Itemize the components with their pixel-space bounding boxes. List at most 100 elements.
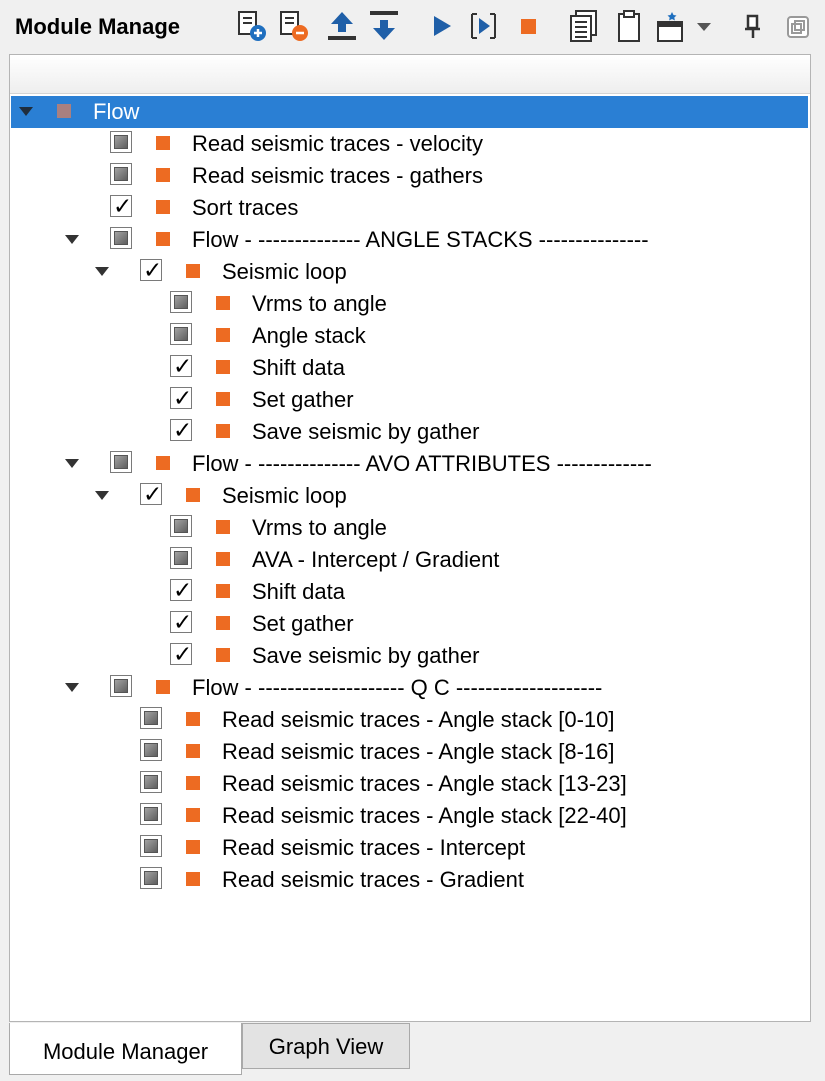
tree-row[interactable]: ✓ Save seismic by gather [11, 640, 808, 672]
move-down-icon[interactable] [367, 8, 401, 44]
disabled-checkbox[interactable] [140, 707, 162, 729]
clipboard-icon[interactable] [612, 8, 646, 44]
module-status-icon [216, 520, 230, 534]
tab-graph-view[interactable]: Graph View [242, 1023, 410, 1069]
remove-module-icon[interactable] [278, 8, 312, 44]
module-status-icon [186, 712, 200, 726]
disabled-checkbox[interactable] [110, 227, 132, 249]
disabled-checkbox[interactable] [110, 131, 132, 153]
run-icon[interactable] [425, 8, 459, 44]
module-status-icon [216, 296, 230, 310]
tree-row[interactable]: Flow - -------------------- Q C --------… [11, 672, 808, 704]
dropdown-arrow-icon[interactable] [692, 8, 716, 44]
module-status-icon [216, 424, 230, 438]
disabled-checkbox[interactable] [110, 451, 132, 473]
add-module-icon[interactable] [236, 8, 270, 44]
enabled-checkbox[interactable]: ✓ [170, 641, 192, 667]
pin-icon[interactable] [738, 8, 768, 44]
expand-toggle-icon[interactable] [95, 267, 109, 276]
tree-item-label: Read seismic traces - Angle stack [8-16] [222, 739, 615, 764]
enabled-checkbox[interactable]: ✓ [170, 385, 192, 411]
tree-row[interactable]: Read seismic traces - velocity [11, 128, 808, 160]
module-status-icon [156, 136, 170, 150]
tree-row[interactable]: ✓Set gather [11, 384, 808, 416]
module-status-icon [57, 104, 71, 118]
expand-toggle-icon[interactable] [65, 235, 79, 244]
tree-row[interactable]: Read seismic traces - Angle stack [0-10] [11, 704, 808, 736]
tree-item-label: Read seismic traces - Angle stack [22-40… [222, 803, 627, 828]
enabled-checkbox[interactable]: ✓ [170, 609, 192, 635]
tree-row[interactable]: Flow - -------------- AVO ATTRIBUTES ---… [11, 448, 808, 480]
tree-item-label: Read seismic traces - Angle stack [0-10] [222, 707, 615, 732]
disabled-checkbox[interactable] [140, 867, 162, 889]
disabled-checkbox[interactable] [110, 675, 132, 697]
tree-item-label: Save seismic by gather [252, 419, 480, 444]
tree-row[interactable]: AVA - Intercept / Gradient [11, 544, 808, 576]
tree-row[interactable]: Flow - -------------- ANGLE STACKS -----… [11, 224, 808, 256]
tree-row[interactable]: ✓ Seismic loop [11, 480, 808, 512]
tree-row[interactable]: ✓Set gather [11, 608, 808, 640]
window-options-icon[interactable] [654, 8, 688, 44]
module-status-icon [216, 552, 230, 566]
tree-row[interactable]: Angle stack [11, 320, 808, 352]
tree-row[interactable]: Read seismic traces - Angle stack [8-16] [11, 736, 808, 768]
move-up-icon[interactable] [325, 8, 359, 44]
enabled-checkbox[interactable]: ✓ [170, 353, 192, 379]
expand-toggle-icon[interactable] [65, 683, 79, 692]
tree-row[interactable]: ✓ Shift data [11, 352, 808, 384]
tree-row[interactable]: Read seismic traces - gathers [11, 160, 808, 192]
module-status-icon [216, 584, 230, 598]
disabled-checkbox[interactable] [170, 291, 192, 313]
module-status-icon [156, 232, 170, 246]
list-view-icon[interactable] [567, 8, 601, 44]
module-status-icon [156, 168, 170, 182]
tree-row[interactable]: Read seismic traces - Angle stack [22-40… [11, 800, 808, 832]
tree-item-label: Vrms to angle [252, 291, 387, 316]
disabled-checkbox[interactable] [170, 515, 192, 537]
run-step-icon[interactable] [467, 8, 501, 44]
disabled-checkbox[interactable] [140, 771, 162, 793]
tree-row[interactable]: Read seismic traces - Intercept [11, 832, 808, 864]
module-status-icon [186, 808, 200, 822]
module-status-icon [156, 680, 170, 694]
tree-row[interactable]: Vrms to angle [11, 288, 808, 320]
tree-row[interactable]: Read seismic traces - Angle stack [13-23… [11, 768, 808, 800]
tree-item-label: Shift data [252, 355, 345, 380]
tree-item-label: Flow [93, 99, 140, 124]
disabled-checkbox[interactable] [110, 163, 132, 185]
enabled-checkbox[interactable]: ✓ [140, 481, 162, 507]
module-status-icon [186, 840, 200, 854]
enabled-checkbox[interactable]: ✓ [110, 193, 132, 219]
expand-toggle-icon[interactable] [65, 459, 79, 468]
disabled-checkbox[interactable] [140, 739, 162, 761]
tree-item-label: Read seismic traces - gathers [192, 163, 483, 188]
tree-row[interactable]: Read seismic traces - Gradient [11, 864, 808, 896]
float-window-icon[interactable] [783, 8, 813, 44]
tab-module-manager[interactable]: Module Manager [9, 1023, 242, 1075]
stop-icon[interactable] [512, 8, 546, 44]
panel-title: Module Manage [15, 14, 181, 39]
tree-row[interactable]: Vrms to angle [11, 512, 808, 544]
tree-item-label: Flow - -------------- ANGLE STACKS -----… [192, 227, 649, 252]
disabled-checkbox[interactable] [170, 323, 192, 345]
expand-toggle-icon[interactable] [19, 107, 33, 116]
disabled-checkbox[interactable] [170, 547, 192, 569]
module-status-icon [216, 328, 230, 342]
enabled-checkbox[interactable]: ✓ [140, 257, 162, 283]
tree-row[interactable]: ✓ Seismic loop [11, 256, 808, 288]
disabled-checkbox[interactable] [140, 835, 162, 857]
enabled-checkbox[interactable]: ✓ [170, 417, 192, 443]
disabled-checkbox[interactable] [140, 803, 162, 825]
tree-row[interactable]: ✓ Save seismic by gather [11, 416, 808, 448]
tree-item-label: Save seismic by gather [252, 643, 480, 668]
tree-row[interactable]: ✓Sort traces [11, 192, 808, 224]
tree-item-label: Seismic loop [222, 259, 347, 284]
tree-row[interactable]: Flow [11, 96, 808, 128]
tree-item-label: Seismic loop [222, 483, 347, 508]
module-status-icon [156, 456, 170, 470]
tree-item-label: Angle stack [252, 323, 366, 348]
tree-row[interactable]: ✓Shift data [11, 576, 808, 608]
enabled-checkbox[interactable]: ✓ [170, 577, 192, 603]
expand-toggle-icon[interactable] [95, 491, 109, 500]
